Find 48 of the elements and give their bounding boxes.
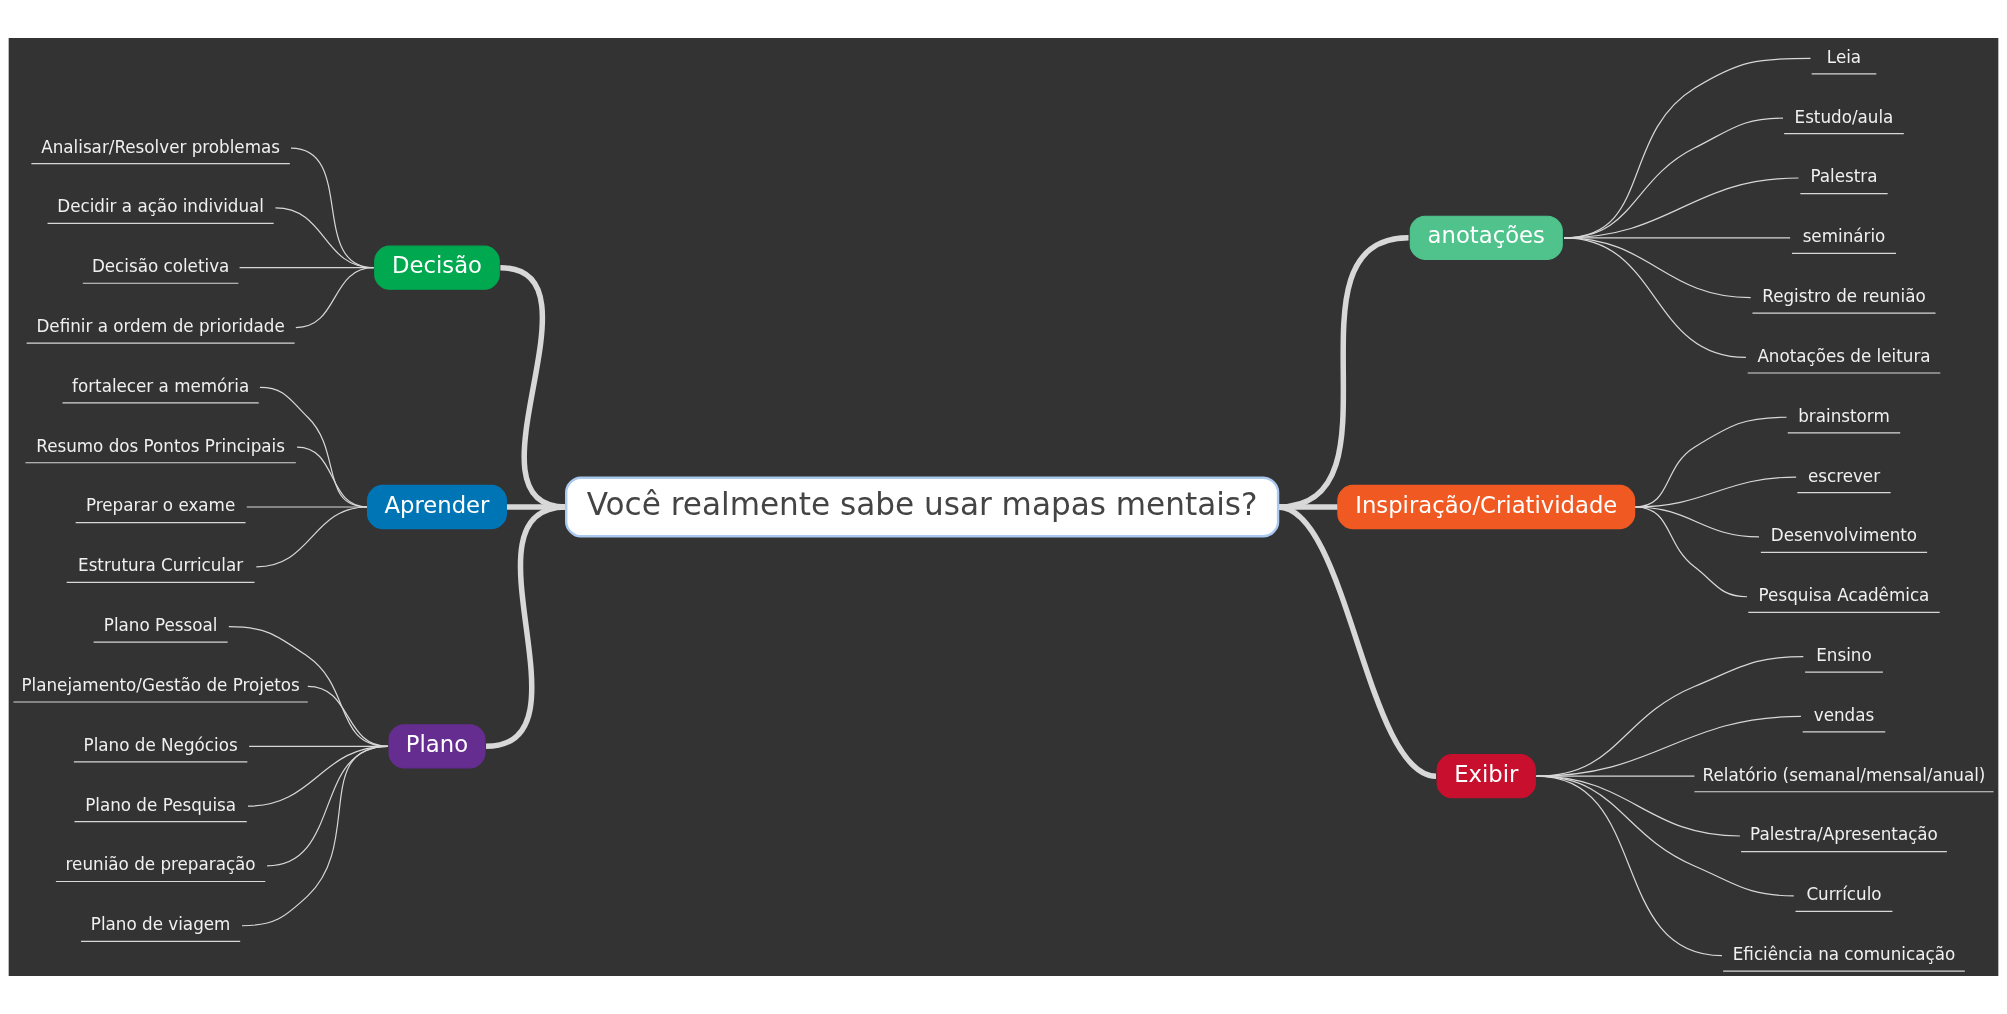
node-text: Registro de reunião [1762, 286, 1926, 307]
node-box: Decisão [374, 245, 500, 290]
connector [1278, 504, 1338, 510]
node-text: escrever [1807, 465, 1881, 486]
node-text: seminário [1802, 226, 1886, 247]
connector [1535, 775, 1723, 957]
node-text: brainstorm [1798, 405, 1890, 426]
connector [228, 626, 389, 747]
node-text: Planejamento/Gestão de Projetos [21, 674, 300, 695]
node-text: Desenvolvimento [1770, 525, 1918, 546]
node-text: Estrutura Curricular [78, 555, 244, 576]
node-text: Preparar o exame [85, 495, 236, 516]
connector [307, 685, 389, 747]
node-text: fortalecer a memória [72, 375, 250, 396]
node-text: Plano de viagem [90, 914, 231, 935]
node-box: Plano [388, 724, 486, 769]
node-text: Definir a ordem de prioridade [36, 315, 285, 336]
node-text: Eficiência na comunicação [1732, 944, 1956, 965]
node-text: Leia [1826, 46, 1862, 67]
node-box: anotações [1409, 215, 1563, 260]
connector [1634, 506, 1748, 598]
node-text: vendas [1813, 704, 1875, 725]
node-text: Plano de Negócios [83, 734, 238, 755]
node-text: Ensino [1816, 644, 1872, 665]
node-box: Inspiração/Criatividade [1337, 484, 1636, 530]
connector [485, 504, 567, 749]
connector [241, 745, 389, 927]
node-box: Aprender [367, 484, 507, 530]
connector [1535, 715, 1802, 777]
node-text: Palestra [1810, 166, 1878, 187]
connector [255, 506, 369, 568]
node-text: Analisar/Resolver problemas [41, 136, 280, 157]
node-text: Anotações de leitura [1757, 345, 1931, 366]
node-text: Estudo/aula [1794, 106, 1894, 127]
node-text: Decisão coletiva [91, 256, 230, 277]
node-text: Decidir a ação individual [57, 196, 264, 217]
node-text: Resumo dos Pontos Principais [36, 435, 285, 456]
node-text: reunião de preparação [65, 854, 256, 875]
connector [295, 267, 375, 329]
node-text: Plano de Pesquisa [85, 794, 237, 815]
node-box: Você realmente sabe usar mapas mentais? [565, 476, 1280, 538]
node-text: Relatório (semanal/mensal/anual) [1702, 764, 1986, 785]
node-text: Currículo [1806, 884, 1882, 905]
node-text: Palestra/Apresentação [1750, 824, 1938, 845]
connector [1535, 655, 1804, 777]
node-text: Pesquisa Acadêmica [1758, 585, 1930, 606]
node-text: Plano Pessoal [103, 615, 218, 636]
node-box: Exibir [1436, 754, 1536, 799]
